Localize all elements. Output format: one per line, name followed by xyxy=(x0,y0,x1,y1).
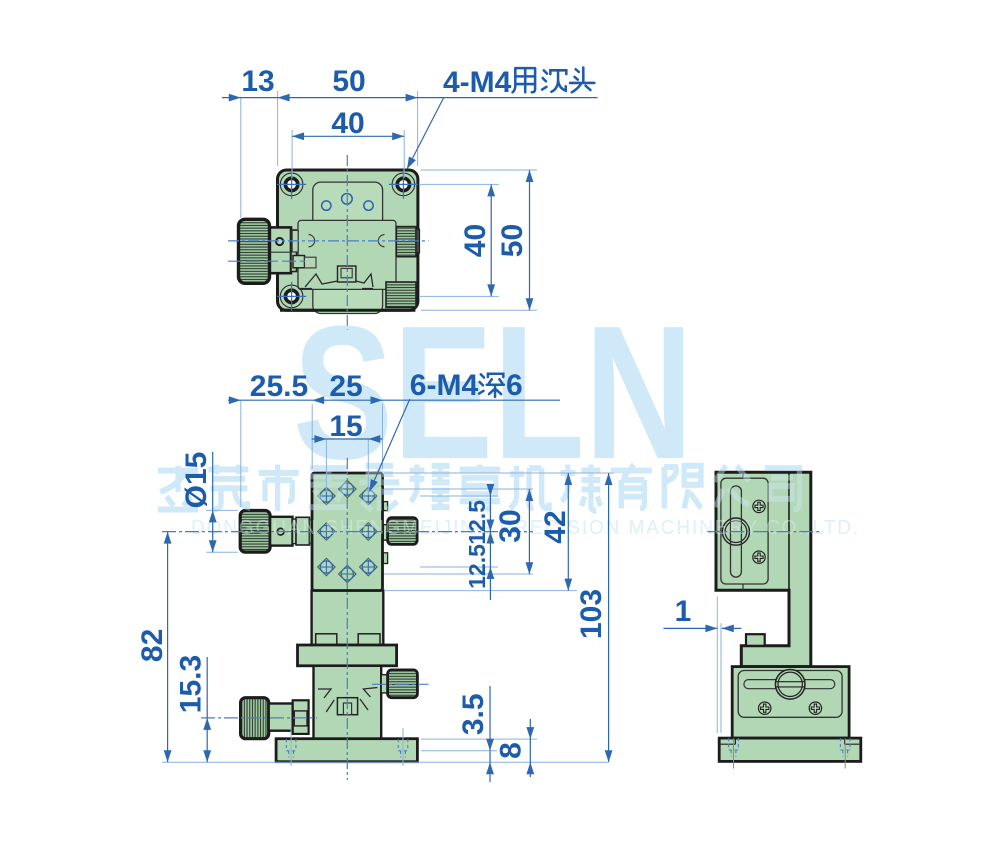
svg-text:12.5: 12.5 xyxy=(464,500,490,545)
svg-text:15: 15 xyxy=(329,410,362,443)
svg-text:15.3: 15.3 xyxy=(175,655,208,713)
svg-text:82: 82 xyxy=(136,629,169,662)
svg-text:4-M4: 4-M4 xyxy=(443,66,512,99)
svg-text:40: 40 xyxy=(459,224,492,257)
svg-text:13: 13 xyxy=(241,65,274,98)
svg-text:12.5: 12.5 xyxy=(464,544,490,589)
svg-text:42: 42 xyxy=(539,510,572,543)
svg-text:30: 30 xyxy=(494,509,527,542)
svg-text:25: 25 xyxy=(329,370,362,403)
svg-text:50: 50 xyxy=(332,65,365,98)
svg-text:103: 103 xyxy=(575,589,608,639)
svg-text:1: 1 xyxy=(675,595,692,628)
svg-text:3.5: 3.5 xyxy=(457,693,490,735)
svg-text:Ø15: Ø15 xyxy=(180,452,213,509)
svg-text:40: 40 xyxy=(331,107,364,140)
svg-text:6-M4: 6-M4 xyxy=(410,369,479,402)
svg-text:25.5: 25.5 xyxy=(250,370,308,403)
svg-text:50: 50 xyxy=(496,224,529,257)
svg-text:8: 8 xyxy=(495,742,528,759)
svg-text:6: 6 xyxy=(506,369,523,402)
